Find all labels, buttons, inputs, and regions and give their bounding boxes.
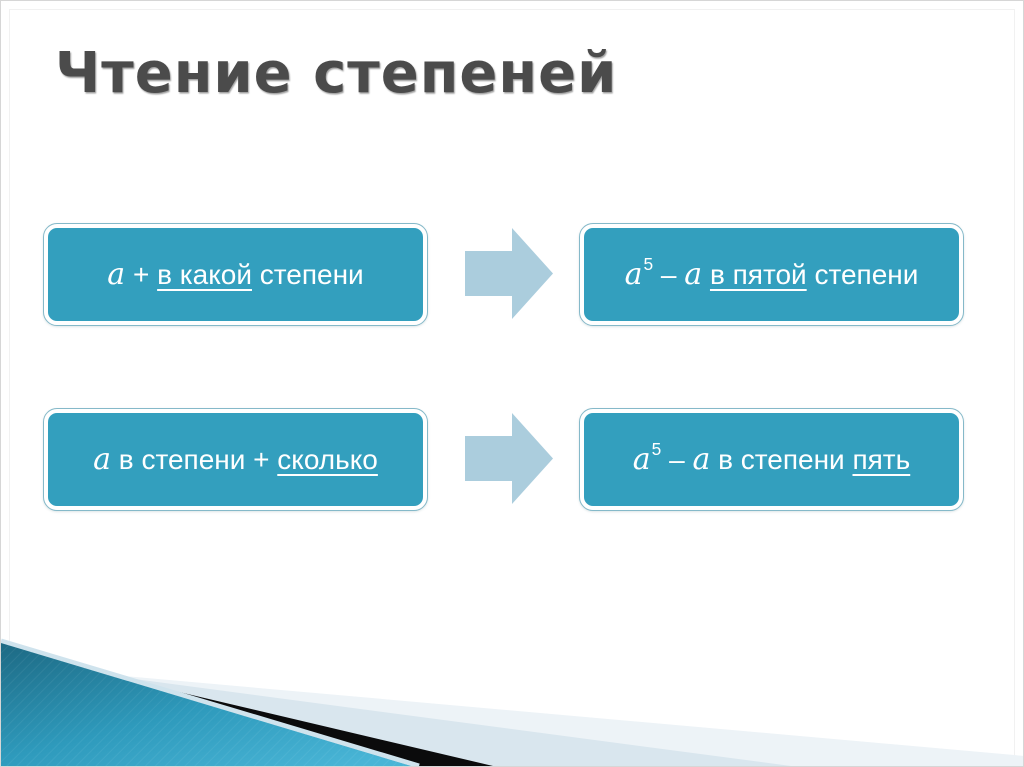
power-question-box-1: a + в какой степени — [43, 223, 428, 326]
power-question-text-1: a + в какой степени — [48, 228, 423, 321]
right-arrow-icon — [465, 413, 553, 504]
ribbon-light-edge — [1, 638, 420, 766]
power-question-box-2: a в степени + сколько — [43, 408, 428, 511]
right-arrow-shape — [465, 413, 553, 504]
right-arrow-icon — [465, 228, 553, 319]
ribbon-teal-texture — [1, 643, 411, 766]
corner-decoration — [1, 638, 1023, 766]
power-question-text-2: a в степени + сколько — [48, 413, 423, 506]
right-arrow-shape — [465, 228, 553, 319]
slide-title: Чтение степеней — [55, 41, 618, 106]
